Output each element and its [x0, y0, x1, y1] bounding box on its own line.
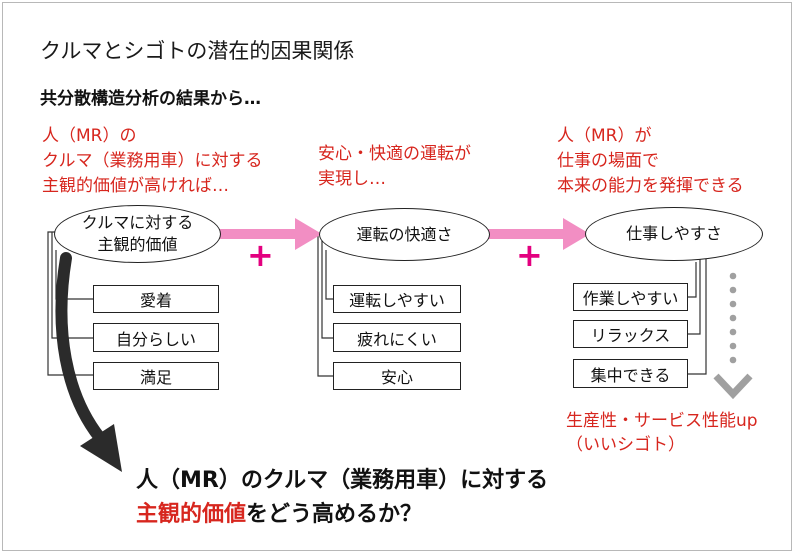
caption-2: 安心・快適の運転が 実現し…: [318, 142, 471, 192]
caption-2-line: 安心・快適の運転が: [318, 144, 471, 164]
conclusion-text: 人（MR）のクルマ（業務用車）に対する 主観的価値をどう高めるか？: [136, 464, 548, 532]
indicator-box: 集中できる: [573, 359, 688, 388]
caption-1: 人（MR）の クルマ（業務用車）に対する 主観的価値が高ければ…: [42, 124, 263, 199]
caption-3-line: 人（MR）が: [557, 126, 652, 146]
bracket-group-2: [317, 233, 333, 377]
conclusion-line-2: 主観的価値をどう高めるか？: [136, 498, 548, 532]
dotted-down-arrow: [713, 272, 753, 400]
page-title: クルマとシゴトの潜在的因果関係: [40, 39, 355, 63]
plus-sign-1: +: [247, 236, 274, 274]
caption-1-line: 人（MR）の: [42, 126, 137, 146]
big-curved-arrow: [55, 252, 122, 472]
conclusion-rest: をどう高めるか？: [246, 502, 423, 527]
outcome-line: 生産性・サービス性能up: [566, 411, 758, 431]
indicator-box: 疲れにくい: [333, 323, 461, 352]
page-subtitle: 共分散構造分析の結果から…: [40, 89, 261, 109]
bracket-group-1: [47, 231, 93, 376]
pink-arrow-2: [488, 218, 590, 250]
indicator-box: 作業しやすい: [573, 283, 688, 311]
node-subjective-value: クルマに対する 主観的価値: [54, 205, 221, 263]
indicator-box: 自分らしい: [93, 323, 219, 352]
conclusion-line-1: 人（MR）のクルマ（業務用車）に対する: [136, 468, 549, 493]
indicator-box: 満足: [93, 362, 219, 390]
outcome-text: 生産性・サービス性能up （いいシゴト）: [566, 409, 758, 457]
slide-frame: [2, 2, 792, 551]
indicator-box: 愛着: [93, 285, 219, 313]
caption-3-line: 本来の能力を発揮できる: [557, 176, 744, 196]
indicator-box: 安心: [333, 362, 461, 390]
caption-3-line: 仕事の場面で: [557, 151, 659, 171]
caption-2-line: 実現し…: [318, 169, 386, 189]
caption-3: 人（MR）が 仕事の場面で 本来の能力を発揮できる: [557, 124, 744, 199]
indicator-box: 運転しやすい: [333, 285, 461, 313]
caption-1-line: 主観的価値が高ければ…: [42, 176, 229, 196]
pink-arrow-1: [218, 218, 322, 250]
node-driving-comfort: 運転の快適さ: [319, 208, 490, 261]
outcome-line: （いいシゴト）: [566, 435, 685, 455]
indicator-box: リラックス: [573, 320, 688, 348]
node-work-ease: 仕事しやすさ: [585, 207, 763, 261]
caption-1-line: クルマ（業務用車）に対する: [42, 151, 263, 171]
conclusion-highlight: 主観的価値: [136, 502, 247, 527]
plus-sign-2: +: [516, 236, 543, 274]
bracket-group-3: [688, 257, 707, 375]
